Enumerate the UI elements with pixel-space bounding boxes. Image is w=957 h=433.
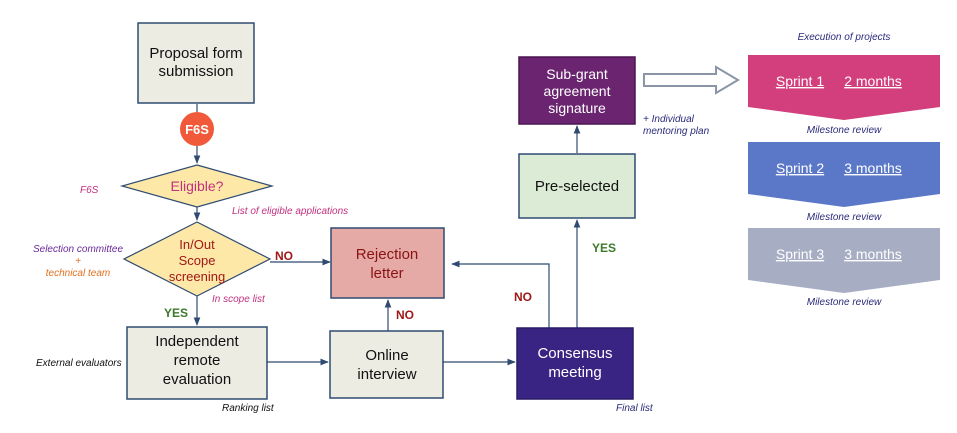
sprint-2: Sprint 2 3 months bbox=[748, 142, 940, 207]
yes-label-scope: YES bbox=[164, 306, 188, 320]
interview-label-2: interview bbox=[357, 366, 416, 383]
yes-label-consensus: YES bbox=[592, 241, 616, 255]
proposal-label-1: Proposal form bbox=[149, 45, 242, 62]
eligible-diamond bbox=[119, 164, 275, 208]
no-label-interview: NO bbox=[396, 308, 414, 322]
preselected-label: Pre-selected bbox=[535, 178, 619, 195]
consensus-meeting-box bbox=[516, 327, 634, 400]
arrow-consensus-to-rejection bbox=[451, 260, 550, 328]
sprint-1-chevron bbox=[748, 55, 940, 120]
eligible-list-annotation: List of eligible applications bbox=[232, 206, 348, 217]
milestone-review-2: Milestone review bbox=[807, 212, 882, 223]
scope-label-3: screening bbox=[169, 269, 225, 284]
subgrant-label-1: Sub-grant bbox=[546, 66, 608, 82]
eligible-label: Eligible? bbox=[171, 178, 224, 194]
execution-title: Execution of projects bbox=[798, 32, 891, 43]
in-scope-list-annotation: In scope list bbox=[212, 294, 266, 305]
f6s-annotation: F6S bbox=[80, 185, 99, 196]
interview-label-1: Online bbox=[365, 347, 408, 364]
selection-committee-annotation: Selection committee bbox=[33, 244, 123, 255]
milestone-review-1: Milestone review bbox=[807, 125, 882, 136]
sprint-2-duration: 3 months bbox=[844, 160, 902, 176]
independent-evaluation-box bbox=[126, 326, 268, 400]
independent-label-2: remote bbox=[174, 352, 221, 369]
sprint-3: Sprint 3 3 months bbox=[748, 228, 940, 293]
online-interview-box bbox=[329, 330, 444, 399]
sprint-1-duration: 2 months bbox=[844, 73, 902, 89]
scope-diamond bbox=[122, 221, 272, 297]
milestone-review-3: Milestone review bbox=[807, 297, 882, 308]
f6s-logo bbox=[180, 112, 214, 146]
subgrant-label-3: signature bbox=[548, 100, 606, 116]
scope-label-1: In/Out bbox=[179, 237, 215, 252]
execution-arrow bbox=[643, 65, 740, 95]
sprint-1-label: Sprint 1 bbox=[776, 73, 824, 89]
independent-label-3: evaluation bbox=[163, 371, 231, 388]
f6s-logo-text: F6S bbox=[185, 122, 209, 137]
rejection-label-2: letter bbox=[370, 265, 403, 282]
sprint-3-duration: 3 months bbox=[844, 246, 902, 262]
proposal-box bbox=[137, 22, 255, 104]
sprint-2-label: Sprint 2 bbox=[776, 160, 824, 176]
sprint-3-label: Sprint 3 bbox=[776, 246, 824, 262]
independent-label-1: Independent bbox=[155, 333, 239, 350]
preselected-box bbox=[518, 153, 636, 219]
subgrant-box bbox=[518, 56, 636, 125]
connectors bbox=[193, 104, 581, 366]
technical-team-annotation: technical team bbox=[46, 268, 110, 279]
mentoring-annotation-2: mentoring plan bbox=[643, 126, 710, 137]
consensus-label-1: Consensus bbox=[537, 345, 612, 362]
sprint-3-chevron bbox=[748, 228, 940, 293]
proposal-label-2: submission bbox=[158, 63, 233, 80]
rejection-letter-box bbox=[330, 227, 445, 299]
plus-annotation: + bbox=[75, 256, 81, 267]
ranking-list-annotation: Ranking list bbox=[222, 403, 275, 414]
mentoring-annotation-1: + Individual bbox=[643, 114, 695, 125]
sprint-1: Sprint 1 2 months bbox=[748, 55, 940, 120]
scope-label-2: Scope bbox=[179, 253, 216, 268]
external-evaluators-annotation: External evaluators bbox=[36, 358, 122, 369]
sprint-2-chevron bbox=[748, 142, 940, 207]
no-label-consensus: NO bbox=[514, 290, 532, 304]
no-label-scope: NO bbox=[275, 249, 293, 263]
subgrant-label-2: agreement bbox=[544, 83, 611, 99]
consensus-label-2: meeting bbox=[548, 364, 601, 381]
final-list-annotation: Final list bbox=[616, 403, 654, 414]
rejection-label-1: Rejection bbox=[356, 246, 419, 263]
